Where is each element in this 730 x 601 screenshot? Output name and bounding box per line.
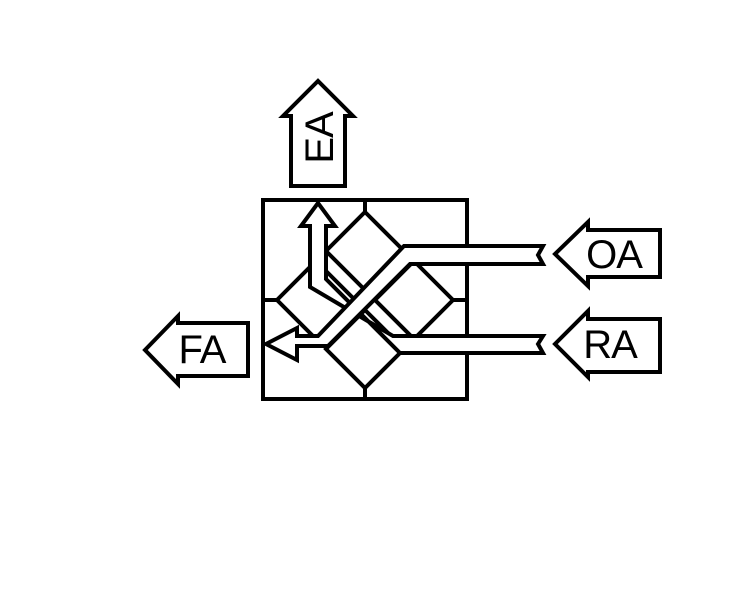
return-air-arrow: RA bbox=[552, 306, 662, 382]
outdoor-air-arrow-shape bbox=[552, 217, 662, 291]
outdoor-air-label: OA bbox=[586, 233, 643, 277]
exhaust-air-arrow: EA bbox=[278, 78, 358, 188]
outdoor-air-arrow: OA bbox=[552, 217, 662, 291]
return-air-label: RA bbox=[583, 323, 638, 367]
supply-air-arrow-shape bbox=[142, 311, 250, 389]
supply-air-arrow: FA bbox=[142, 311, 250, 389]
supply-air-label: FA bbox=[179, 328, 227, 372]
return-air-arrow-shape bbox=[552, 306, 662, 382]
outdoor-to-supply-flow-band bbox=[261, 244, 547, 364]
return-to-exhaust-flow-band bbox=[297, 199, 547, 355]
exhaust-air-label: EA bbox=[298, 111, 342, 164]
exhaust-air-arrow-shape bbox=[278, 78, 358, 188]
